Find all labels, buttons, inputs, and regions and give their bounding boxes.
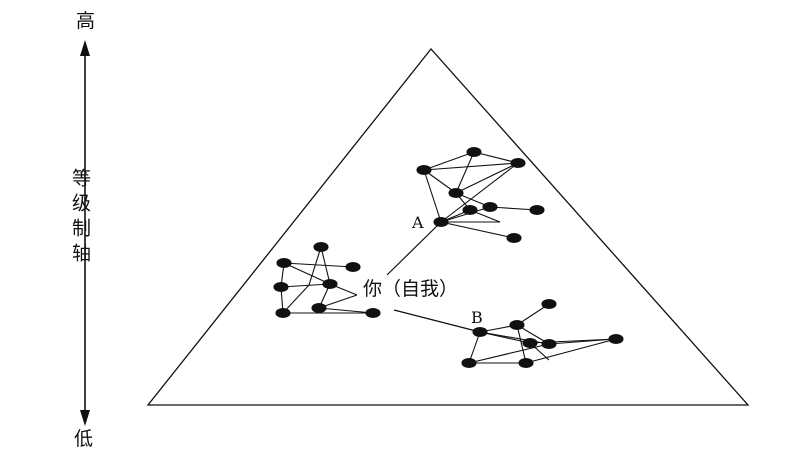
network-node-b [472, 326, 488, 338]
hierarchy-axis [80, 40, 90, 426]
network-node [529, 204, 545, 216]
network-node [522, 337, 538, 349]
network-node [322, 278, 338, 290]
network-node [365, 307, 381, 319]
network-node [541, 338, 557, 350]
network-node [276, 257, 292, 269]
self-connections [386, 221, 481, 333]
node-b-label: B [471, 308, 483, 327]
cluster-left [273, 241, 381, 319]
axis-arrow-up [80, 40, 90, 56]
network-node [461, 357, 477, 369]
network-node [275, 307, 291, 319]
network-node [416, 164, 432, 176]
network-node [448, 187, 464, 199]
network-node [345, 261, 361, 273]
network-node [466, 146, 482, 158]
axis-arrow-down [80, 410, 90, 426]
network-node [313, 241, 329, 253]
axis-low-label: 低 [74, 428, 94, 450]
network-node [482, 201, 498, 213]
network-node [506, 232, 522, 244]
network-node [273, 281, 289, 293]
node-a-label: A [412, 213, 424, 232]
self-label: 你（自我） [361, 278, 461, 300]
network-node-a [433, 216, 449, 228]
edge-self-b [393, 309, 481, 333]
network-node [509, 319, 525, 331]
network-node [608, 333, 624, 345]
network-node [541, 298, 557, 310]
axis-title: 等级制轴 [69, 168, 91, 268]
network-node [462, 204, 478, 216]
edge-self-a [386, 221, 442, 276]
network-node [518, 357, 534, 369]
cluster-lower [461, 298, 624, 369]
network-node [311, 302, 327, 314]
cluster-upper [416, 146, 545, 244]
axis-high-label: 高 [76, 10, 96, 32]
pyramid [146, 47, 750, 406]
network-node [510, 157, 526, 169]
